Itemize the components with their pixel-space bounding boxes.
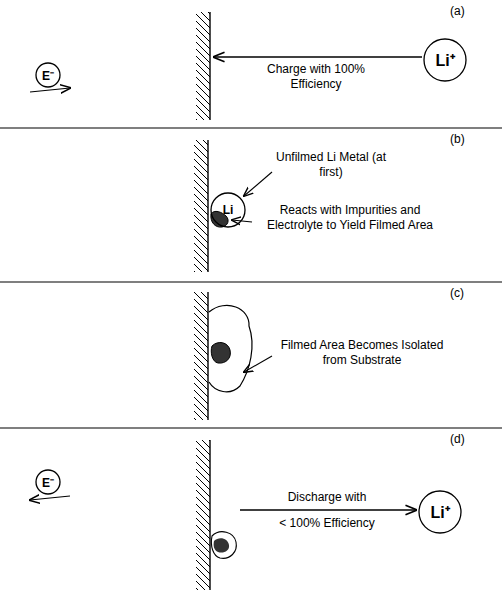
- leader-arrow: [244, 356, 272, 372]
- lithium-ion-circle: Li⁺: [423, 38, 467, 82]
- panel-label: (a): [450, 4, 494, 19]
- electron-symbol: E⁻: [35, 469, 61, 495]
- node-text: Li⁺: [435, 49, 454, 71]
- electron-arrow: [30, 496, 70, 500]
- dead-lithium: [214, 538, 229, 552]
- callout-text: Filmed Area Becomes Isolated from Substr…: [272, 338, 452, 368]
- panel-label: (b): [450, 132, 494, 147]
- substrate-hatch: [194, 140, 208, 272]
- callout-text: Unfilmed Li Metal (at first): [272, 150, 390, 180]
- panel-separator: [0, 127, 502, 128]
- substrate-hatch: [196, 12, 210, 120]
- substrate-hatch: [194, 292, 208, 420]
- panel-label: (c): [450, 286, 494, 301]
- panel-label: (d): [450, 432, 494, 447]
- substrate-surface: [207, 140, 208, 272]
- circle-outline: [211, 193, 245, 227]
- lithium-ion-circle: Li⁺: [418, 490, 462, 534]
- substrate-surface: [209, 12, 210, 120]
- leader-arrow: [244, 172, 272, 196]
- process-note: Charge with 100% Efficiency: [246, 62, 386, 92]
- circle-outline: [424, 39, 466, 81]
- lithium-metal-circle: Li: [210, 192, 246, 228]
- panel-separator: [0, 427, 502, 428]
- node-text: Li⁺: [430, 501, 449, 523]
- discharge-arrow: [240, 509, 416, 510]
- circle-outline: [36, 470, 60, 494]
- callout-text: Reacts with Impurities and Electrolyte t…: [250, 203, 450, 233]
- process-note: Discharge with: [262, 490, 392, 505]
- substrate-surface: [207, 292, 208, 420]
- node-text: E⁻: [42, 67, 54, 84]
- substrate-hatch: [196, 440, 210, 590]
- circle-outline: [419, 491, 461, 533]
- charge-arrow: [214, 56, 422, 57]
- substrate-surface: [209, 440, 210, 590]
- lithium-deposit-outline: [209, 305, 252, 391]
- dead-lithium-outline: [211, 532, 236, 559]
- circle-outline: [36, 63, 60, 87]
- isolated-filmed-area: [211, 343, 230, 364]
- panel-separator: [0, 281, 502, 282]
- electron-arrow: [30, 88, 70, 92]
- process-note: < 100% Efficiency: [262, 516, 392, 531]
- node-text: E⁻: [42, 474, 54, 491]
- node-text: Li: [223, 203, 234, 217]
- electron-symbol: E⁻: [35, 62, 61, 88]
